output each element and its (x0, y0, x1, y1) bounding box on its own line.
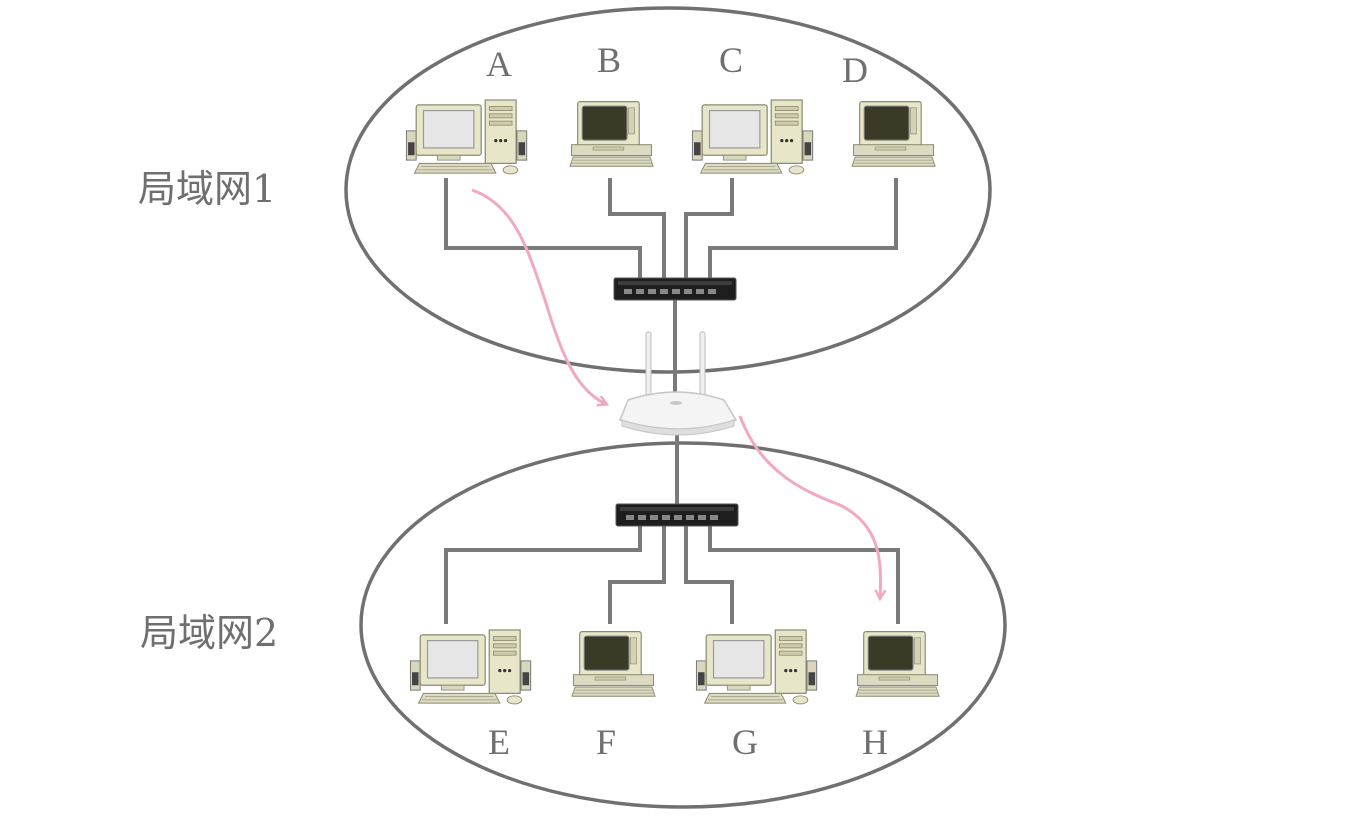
computer-c-label: C (719, 40, 743, 80)
lan1-switch (613, 277, 737, 301)
wireless-router-icon (619, 331, 738, 436)
computer-g: G (695, 629, 818, 762)
flow-arrow-a-to-router (471, 188, 606, 404)
computer-h-label: H (862, 722, 888, 762)
computer-e-label: E (488, 722, 510, 762)
lan1-label: 局域网1 (138, 167, 276, 211)
flow-arrow-router-to-h (738, 415, 881, 598)
computer-g-label: G (732, 722, 758, 762)
computer-b: B (569, 40, 654, 167)
lan1-cables (444, 178, 898, 392)
computer-e: E (409, 629, 532, 762)
lan2-cables (444, 432, 900, 624)
lan2-switch (615, 503, 739, 527)
computer-b-label: B (597, 40, 621, 80)
computer-d: D (842, 50, 936, 167)
lan1-boundary (344, 6, 992, 374)
lan2-label: 局域网2 (140, 611, 278, 655)
computer-c: C (691, 40, 814, 175)
computer-d-label: D (842, 50, 868, 90)
computer-h: H (855, 630, 940, 762)
lan2-boundary (359, 441, 1007, 809)
computer-a: A (405, 44, 528, 175)
computer-a-label: A (486, 44, 512, 84)
computer-f-label: F (596, 722, 616, 762)
computer-f: F (571, 630, 656, 762)
